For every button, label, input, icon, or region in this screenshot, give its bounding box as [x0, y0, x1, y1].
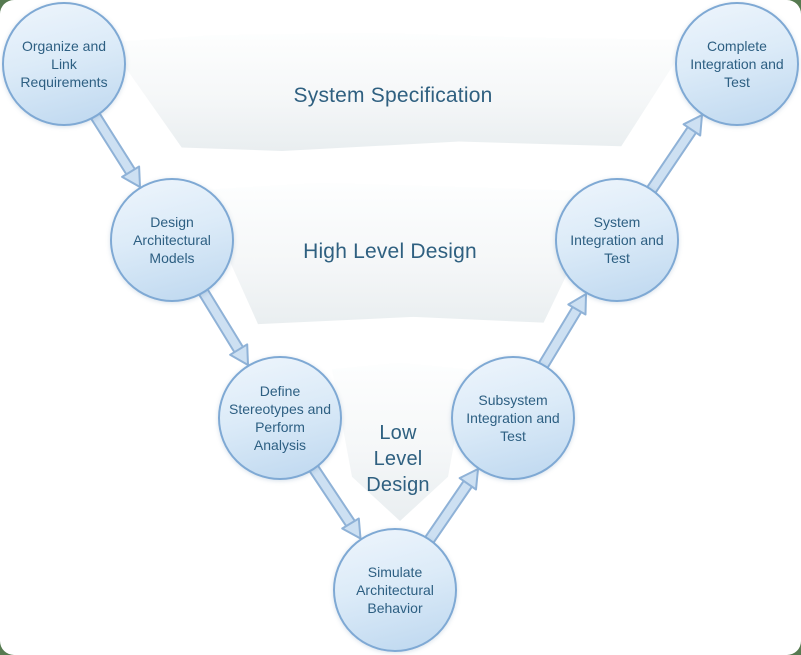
- node-subsystem-integration-and-test: Subsystem Integration and Test: [451, 356, 575, 480]
- node-label: Simulate Architectural Behavior: [356, 563, 434, 617]
- band-label-system-specification: System Specification: [293, 84, 493, 107]
- band-high-level-design: [197, 183, 607, 325]
- node-label: Design Architectural Models: [133, 213, 211, 267]
- node-label: Organize and Link Requirements: [20, 37, 108, 91]
- node-design-architectural-models: Design Architectural Models: [110, 178, 234, 302]
- node-complete-integration-and-test: Complete Integration and Test: [675, 2, 799, 126]
- node-organize-and-link-requirements: Organize and Link Requirements: [2, 2, 126, 126]
- arrow-system-to-complete-icon: [646, 114, 703, 195]
- band-label-high-level-design: High Level Design: [303, 240, 477, 263]
- node-define-stereotypes-and-perform-analysis: Define Stereotypes and Perform Analysis: [218, 356, 342, 480]
- arrow-requirements-to-models-icon: [90, 111, 141, 188]
- node-label: Define Stereotypes and Perform Analysis: [229, 382, 331, 454]
- node-label: Complete Integration and Test: [690, 37, 784, 91]
- band-system-specification: [107, 33, 690, 151]
- node-label: System Integration and Test: [570, 213, 664, 267]
- arrow-models-to-stereotypes-icon: [198, 287, 249, 366]
- node-system-integration-and-test: System Integration and Test: [555, 178, 679, 302]
- node-label: Subsystem Integration and Test: [466, 391, 560, 445]
- node-simulate-architectural-behavior: Simulate Architectural Behavior: [333, 528, 457, 652]
- band-label-low-level-design: Low Level Design: [366, 422, 430, 496]
